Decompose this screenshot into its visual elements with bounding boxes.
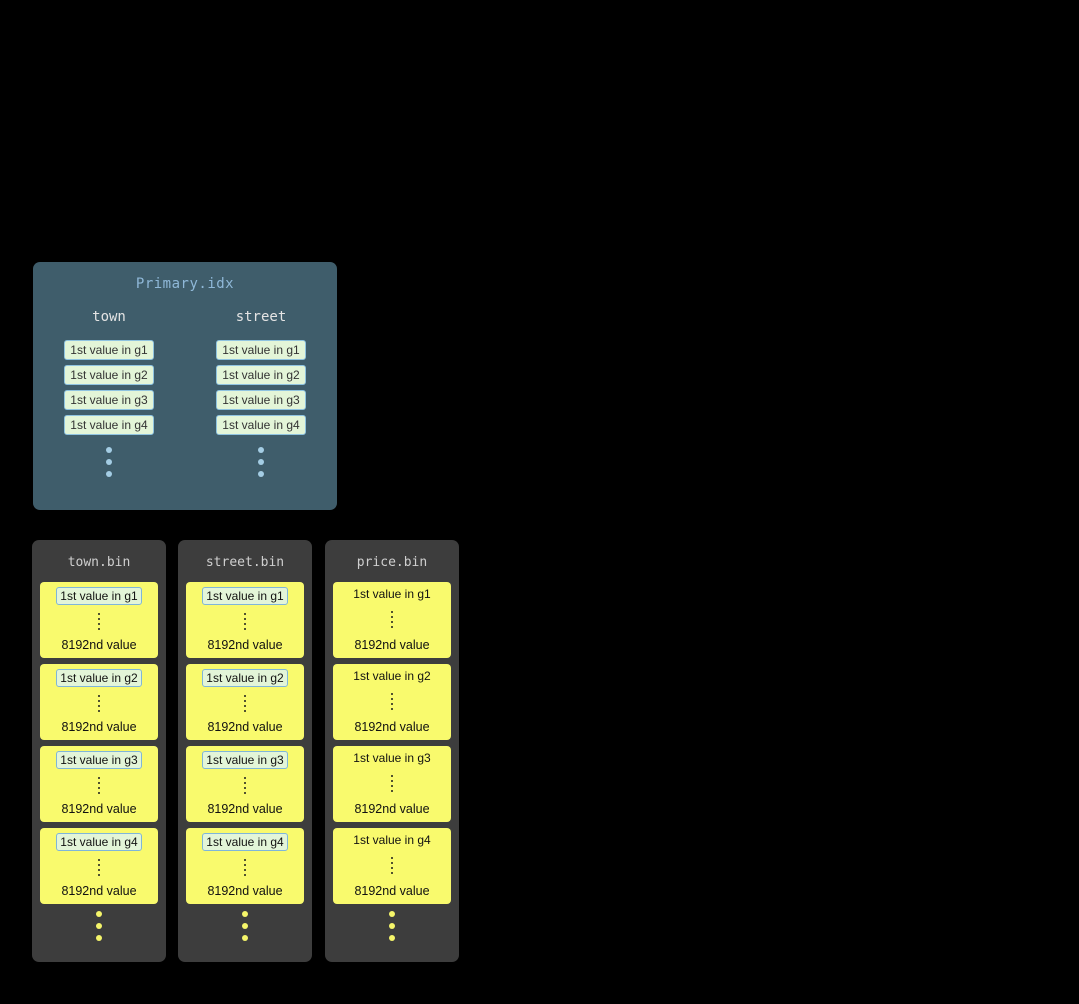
granule-last-value: 8192nd value bbox=[207, 638, 283, 652]
bin-file-panel-town: town.bin 1st value in g1 8192nd value 1s… bbox=[32, 540, 166, 962]
granule-last-value: 8192nd value bbox=[354, 720, 430, 734]
granule-block: 1st value in g4 8192nd value bbox=[40, 828, 158, 904]
vertical-ellipsis-dots bbox=[178, 911, 312, 941]
granule-block: 1st value in g2 8192nd value bbox=[186, 664, 304, 740]
vertical-ellipsis-dots bbox=[390, 692, 394, 711]
primary-index-entry: 1st value in g2 bbox=[64, 365, 154, 385]
primary-index-title: Primary.idx bbox=[135, 276, 235, 292]
granule-last-value: 8192nd value bbox=[354, 638, 430, 652]
granule-last-value: 8192nd value bbox=[207, 720, 283, 734]
granule-first-value: 1st value in g1 bbox=[202, 587, 288, 605]
granule-last-value: 8192nd value bbox=[354, 884, 430, 898]
column-header-town: town bbox=[92, 309, 126, 325]
vertical-ellipsis-dots bbox=[97, 694, 101, 713]
granule-first-value: 1st value in g3 bbox=[353, 751, 431, 765]
vertical-ellipsis-dots bbox=[325, 911, 459, 941]
primary-index-entry: 1st value in g3 bbox=[64, 390, 154, 410]
granule-first-value: 1st value in g2 bbox=[353, 669, 431, 683]
granule-block: 1st value in g3 8192nd value bbox=[333, 746, 451, 822]
vertical-ellipsis-dots bbox=[390, 774, 394, 793]
granule-block: 1st value in g2 8192nd value bbox=[40, 664, 158, 740]
vertical-ellipsis-dots bbox=[243, 612, 247, 631]
granule-block: 1st value in g4 8192nd value bbox=[333, 828, 451, 904]
vertical-ellipsis-dots bbox=[32, 911, 166, 941]
granule-list: 1st value in g1 8192nd value 1st value i… bbox=[32, 582, 166, 904]
granule-block: 1st value in g1 8192nd value bbox=[40, 582, 158, 658]
granule-block: 1st value in g4 8192nd value bbox=[186, 828, 304, 904]
vertical-ellipsis-dots bbox=[390, 610, 394, 629]
granule-first-value: 1st value in g3 bbox=[202, 751, 288, 769]
granule-first-value: 1st value in g4 bbox=[56, 833, 142, 851]
vertical-ellipsis-dots bbox=[97, 612, 101, 631]
column-header-street: street bbox=[235, 309, 287, 325]
granule-list: 1st value in g1 8192nd value 1st value i… bbox=[178, 582, 312, 904]
bin-file-title: street.bin bbox=[205, 555, 285, 570]
granule-last-value: 8192nd value bbox=[61, 720, 137, 734]
vertical-ellipsis-dots bbox=[390, 856, 394, 875]
bin-file-panel-price: price.bin 1st value in g1 8192nd value 1… bbox=[325, 540, 459, 962]
granule-last-value: 8192nd value bbox=[207, 884, 283, 898]
granule-last-value: 8192nd value bbox=[207, 802, 283, 816]
vertical-ellipsis-dots bbox=[243, 694, 247, 713]
primary-index-entry: 1st value in g4 bbox=[216, 415, 306, 435]
vertical-ellipsis-dots bbox=[97, 776, 101, 795]
primary-index-entry: 1st value in g3 bbox=[216, 390, 306, 410]
granule-first-value: 1st value in g2 bbox=[202, 669, 288, 687]
primary-index-entry: 1st value in g1 bbox=[64, 340, 154, 360]
granule-block: 1st value in g3 8192nd value bbox=[40, 746, 158, 822]
granule-first-value: 1st value in g3 bbox=[56, 751, 142, 769]
granule-first-value: 1st value in g1 bbox=[353, 587, 431, 601]
granule-block: 1st value in g2 8192nd value bbox=[333, 664, 451, 740]
granule-block: 1st value in g1 8192nd value bbox=[333, 582, 451, 658]
granule-last-value: 8192nd value bbox=[61, 884, 137, 898]
primary-index-entry: 1st value in g4 bbox=[64, 415, 154, 435]
bin-file-title: town.bin bbox=[67, 555, 131, 570]
granule-block: 1st value in g1 8192nd value bbox=[186, 582, 304, 658]
vertical-ellipsis-dots bbox=[258, 447, 264, 477]
primary-column-town: town 1st value in g1 1st value in g2 1st… bbox=[33, 309, 185, 477]
primary-index-panel: Primary.idx town 1st value in g1 1st val… bbox=[33, 262, 337, 510]
vertical-ellipsis-dots bbox=[243, 858, 247, 877]
granule-list: 1st value in g1 8192nd value 1st value i… bbox=[325, 582, 459, 904]
granule-last-value: 8192nd value bbox=[61, 638, 137, 652]
granule-first-value: 1st value in g4 bbox=[353, 833, 431, 847]
primary-index-entry: 1st value in g1 bbox=[216, 340, 306, 360]
bin-file-panel-street: street.bin 1st value in g1 8192nd value … bbox=[178, 540, 312, 962]
primary-index-columns: town 1st value in g1 1st value in g2 1st… bbox=[33, 309, 337, 477]
vertical-ellipsis-dots bbox=[106, 447, 112, 477]
primary-index-entry: 1st value in g2 bbox=[216, 365, 306, 385]
granule-first-value: 1st value in g1 bbox=[56, 587, 142, 605]
granule-last-value: 8192nd value bbox=[61, 802, 137, 816]
primary-column-street: street 1st value in g1 1st value in g2 1… bbox=[185, 309, 337, 477]
granule-last-value: 8192nd value bbox=[354, 802, 430, 816]
granule-first-value: 1st value in g4 bbox=[202, 833, 288, 851]
vertical-ellipsis-dots bbox=[243, 776, 247, 795]
granule-block: 1st value in g3 8192nd value bbox=[186, 746, 304, 822]
vertical-ellipsis-dots bbox=[97, 858, 101, 877]
granule-first-value: 1st value in g2 bbox=[56, 669, 142, 687]
bin-file-title: price.bin bbox=[356, 555, 428, 570]
